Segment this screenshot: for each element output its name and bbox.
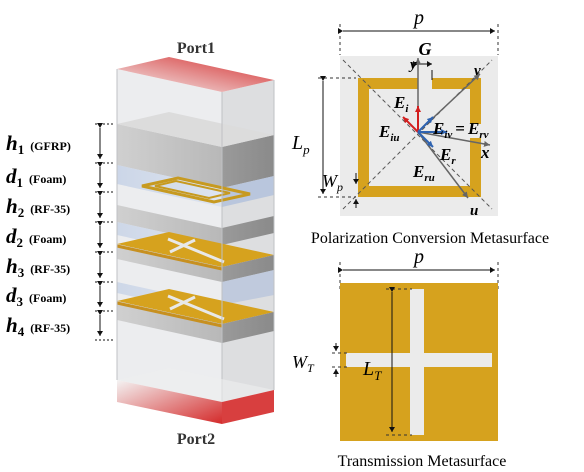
layer-label-h3: h3(RF-35)	[6, 254, 70, 280]
rf35-1-front	[117, 205, 222, 245]
layer-label-h4: h4(RF-35)	[6, 313, 70, 339]
port2-side	[222, 390, 274, 424]
layer-label-h1: h1(GFRP)	[6, 131, 71, 157]
tm2-cross	[167, 294, 225, 321]
layer-label-d2: d2(Foam)	[6, 224, 66, 250]
pcm-gap-label: G	[419, 39, 432, 59]
axis-v-label: v	[474, 63, 481, 79]
layer-label-d1: d1(Foam)	[6, 164, 66, 190]
tm-period-label: p	[412, 246, 424, 268]
pcm-caption: Polarization Conversion Metasurface	[311, 230, 549, 247]
rf35-2-front	[117, 244, 222, 282]
eiu-vector	[402, 116, 419, 133]
pcm-length-label: Lp	[291, 132, 310, 157]
pcm-layer-pattern	[141, 176, 251, 204]
pcm-diagonals	[342, 59, 493, 210]
x-axis-arrow	[417, 131, 491, 147]
layer-labels: h1(GFRP) d1(Foam) h2(RF-35) d2(Foam) h3(…	[6, 131, 71, 339]
foam1-right	[222, 176, 274, 207]
bottom-top-face	[117, 368, 274, 402]
foam3-right	[222, 270, 274, 305]
layer-stack	[116, 57, 275, 424]
pcm-period-label: p	[412, 7, 424, 29]
port1-face	[117, 57, 274, 92]
pcm-width-label: Wp	[322, 171, 343, 194]
tm-cross-vertical	[410, 289, 424, 435]
layer-label-h2: h2(RF-35)	[6, 194, 70, 220]
eru-vector	[417, 131, 434, 148]
eru-label: Eru	[412, 162, 435, 184]
column-edges	[116, 69, 275, 402]
gfrp-right	[222, 135, 274, 188]
gfrp-front	[117, 124, 222, 188]
port2-label: Port2	[177, 431, 215, 448]
axis-x-label: x	[480, 143, 490, 162]
tm1-cross	[167, 237, 225, 264]
rf35-1-right	[222, 216, 274, 245]
tm2-edge	[116, 301, 223, 328]
er-label: Er	[439, 145, 456, 167]
u-axis-arrow	[417, 131, 469, 199]
rf35-3-right	[222, 312, 274, 343]
pcm-ring-right-top	[432, 78, 481, 124]
eiv-vector	[417, 116, 434, 133]
port1-label: Port1	[177, 40, 215, 57]
tm-unit-cell: p LT WT Transmission Metasurface	[292, 246, 506, 470]
rf35-2-right	[222, 255, 274, 282]
layer-dimension-arrows	[95, 123, 115, 341]
eiu-label: Eiu	[378, 122, 400, 144]
gfrp-top	[117, 112, 274, 147]
tm-width-label: WT	[292, 352, 315, 375]
axis-u-label: u	[470, 203, 478, 219]
axis-y-label: y	[408, 57, 417, 73]
tm1-edge	[116, 244, 223, 271]
ei-label: Ei	[393, 93, 409, 115]
rf35-3-front	[117, 301, 222, 343]
tm-caption: Transmission Metasurface	[338, 453, 507, 470]
pcm-unit-cell: p G Lp Wp y x	[291, 7, 549, 247]
tm-length-label: LT	[362, 358, 382, 383]
layer-label-d3: d3(Foam)	[6, 283, 66, 309]
eiv-erv-label: Eiv=Erv	[432, 119, 489, 141]
port2-face	[117, 380, 222, 424]
